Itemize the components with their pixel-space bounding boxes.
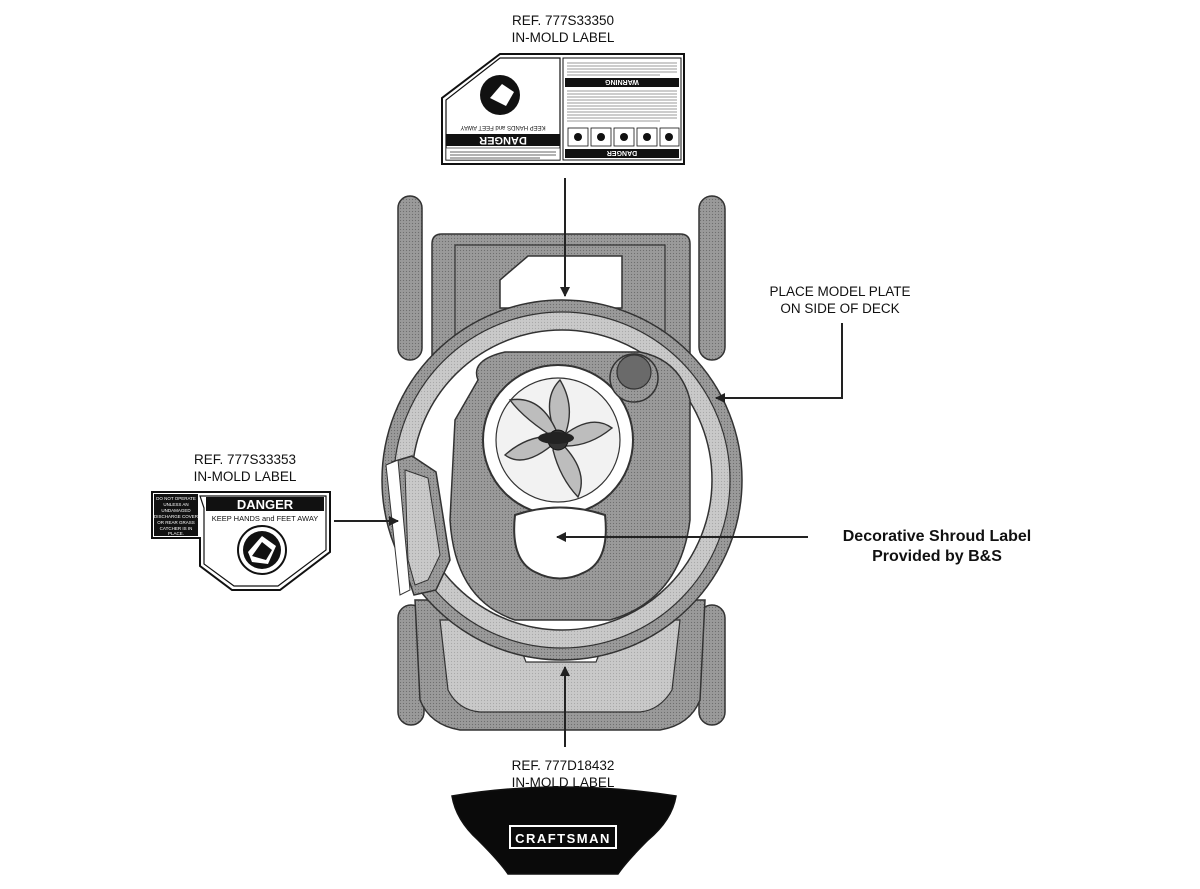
side-chute-inner	[404, 469, 441, 586]
bottom-label-callout: REF. 777D18432 IN-MOLD LABEL	[478, 757, 648, 791]
side-label-type: IN-MOLD LABEL	[193, 469, 297, 484]
side-decal-subtitle: KEEP HANDS and FEET AWAY	[212, 514, 319, 523]
fuel-cap-top	[616, 354, 652, 390]
shroud-label-area	[513, 506, 607, 580]
craftsman-brand-name: CRAFTSMAN	[515, 831, 611, 846]
svg-text:DISCHARGE COVER: DISCHARGE COVER	[154, 514, 199, 519]
top-decal-danger-title: DANGER	[479, 134, 527, 146]
top-label-type: IN-MOLD LABEL	[511, 30, 615, 45]
svg-text:OR REAR GRASS: OR REAR GRASS	[157, 520, 195, 525]
leader-arrows	[334, 178, 843, 747]
shroud-label-callout: Decorative Shroud Label Provided by B&S	[810, 527, 1064, 567]
model-plate-callout: PLACE MODEL PLATE ON SIDE OF DECK	[740, 283, 940, 317]
brand-badge	[538, 432, 574, 444]
svg-text:DO NOT OPERATE: DO NOT OPERATE	[156, 496, 196, 501]
top-label-ref: REF. 777S33350	[511, 13, 615, 28]
top-decal-subtitle: KEEP HANDS and FEET AWAY	[460, 124, 545, 130]
side-decal-danger-title: DANGER	[237, 497, 294, 512]
shroud-label-line1: Decorative Shroud Label	[842, 528, 1032, 545]
craftsman-in-mold-decal: CRAFTSMAN	[451, 786, 677, 875]
top-in-mold-decal: DANGER KEEP HANDS and FEET AWAY WARNING	[441, 53, 685, 165]
rear-right-wheel	[698, 195, 726, 361]
top-label-callout: REF. 777S33350 IN-MOLD LABEL	[478, 12, 648, 46]
pictogram-row	[567, 127, 680, 147]
bottom-label-ref: REF. 777D18432	[511, 758, 615, 773]
rear-left-wheel	[397, 195, 423, 361]
side-label-callout: REF. 777S33353 IN-MOLD LABEL	[160, 451, 330, 485]
arrow-model-plate	[715, 323, 843, 403]
craftsman-logo-plate	[509, 825, 617, 849]
side-label-ref: REF. 777S33353	[193, 452, 297, 467]
svg-text:UNLESS AN: UNLESS AN	[163, 502, 188, 507]
bottom-label-type: IN-MOLD LABEL	[511, 775, 615, 790]
top-decal-warning-title: WARNING	[605, 78, 639, 85]
svg-text:CATCHER IS IN: CATCHER IS IN	[160, 526, 193, 531]
side-decal-warning-lines: DO NOT OPERATE UNLESS AN UNDAMAGED DISCH…	[154, 496, 199, 536]
rear-deck-label-area	[499, 255, 623, 309]
side-chute-slot	[385, 459, 411, 596]
model-plate-line1: PLACE MODEL PLATE	[769, 284, 911, 299]
svg-text:UNDAMAGED: UNDAMAGED	[161, 508, 191, 513]
model-plate-line2: ON SIDE OF DECK	[780, 301, 900, 316]
mower-illustration	[381, 195, 743, 731]
side-in-mold-decal: DO NOT OPERATE UNLESS AN UNDAMAGED DISCH…	[151, 491, 331, 591]
shroud-label-line2: Provided by B&S	[872, 548, 1002, 565]
svg-text:PLACE.: PLACE.	[168, 531, 184, 536]
top-decal-danger-strip: DANGER	[607, 149, 637, 156]
